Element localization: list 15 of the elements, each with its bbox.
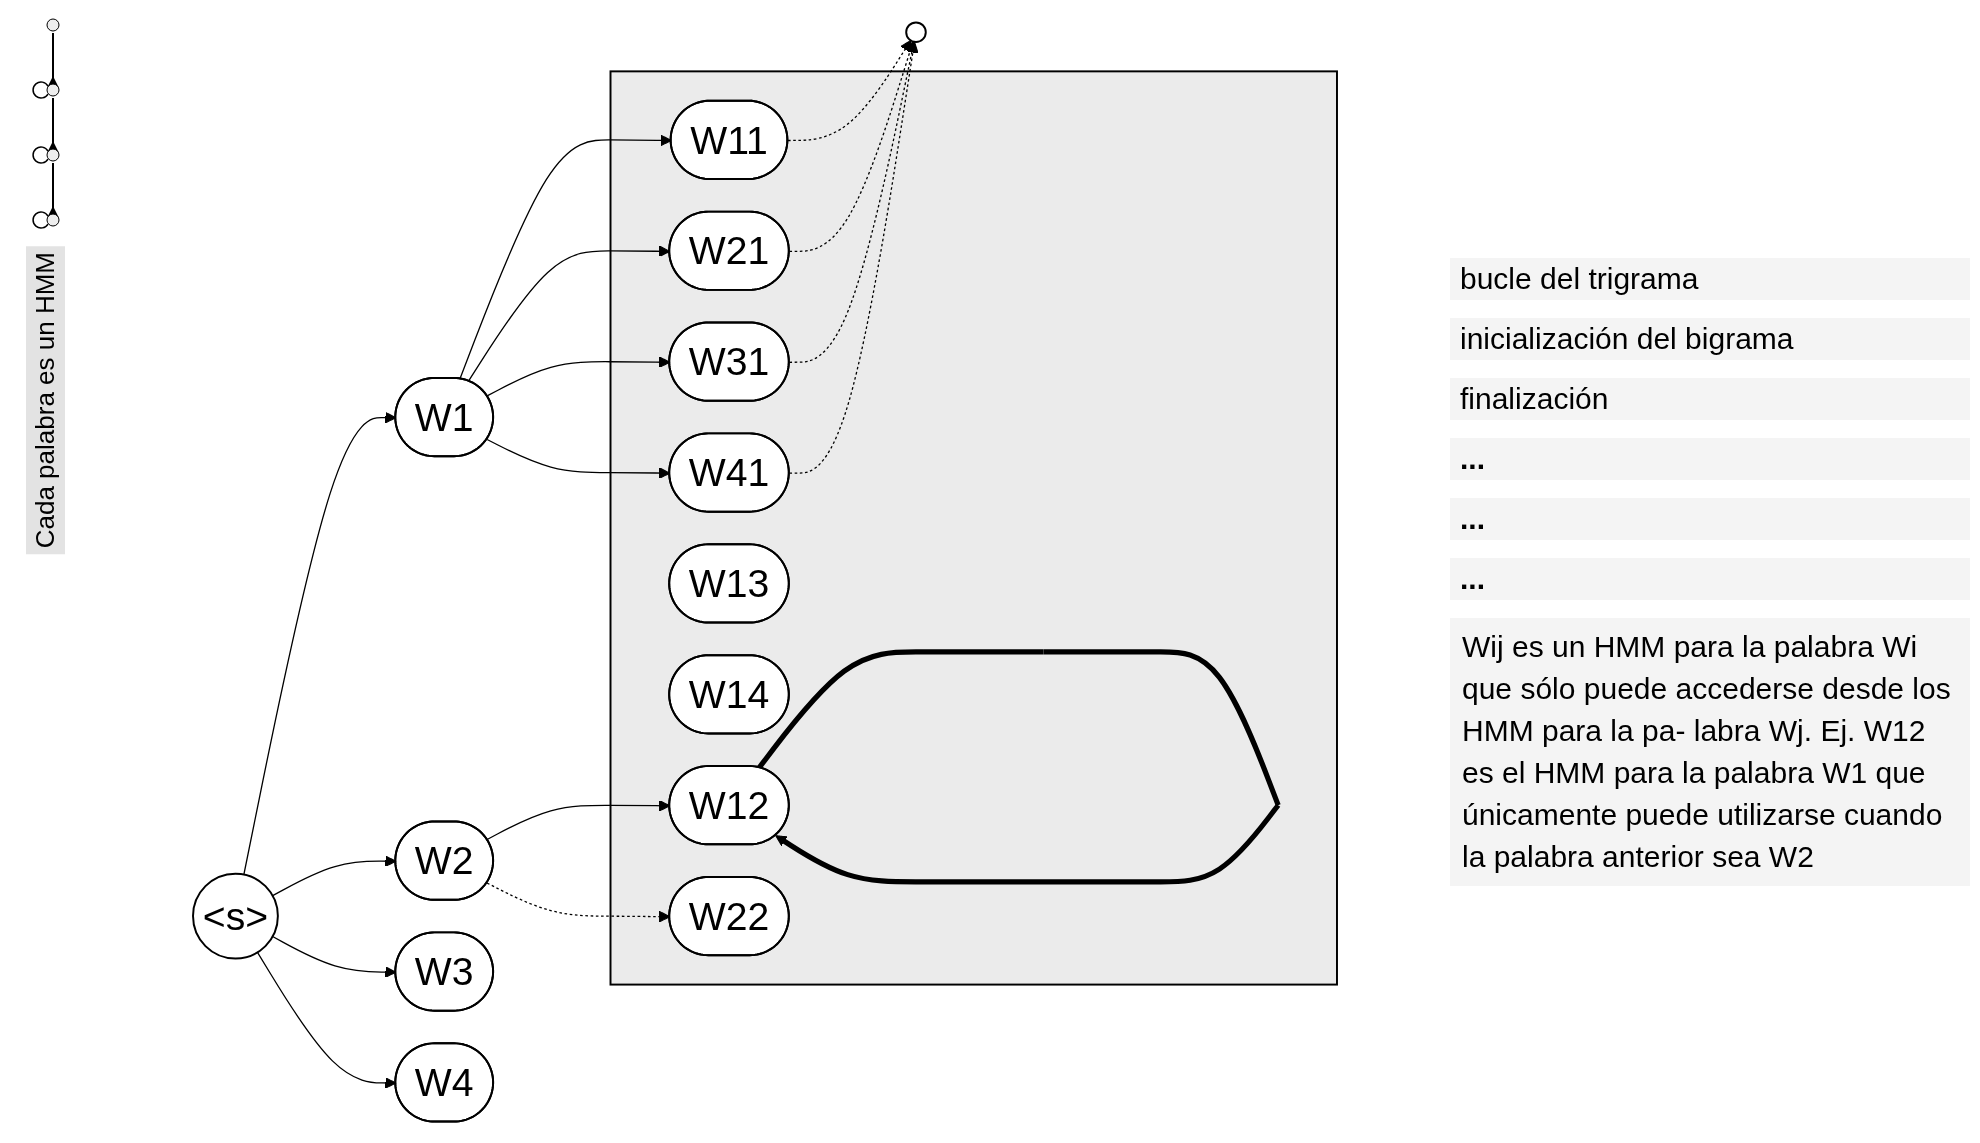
- arrow: [787, 39, 912, 141]
- arrow: [788, 40, 916, 252]
- node-circle: [905, 20, 927, 43]
- cluster: [609, 69, 1338, 986]
- label-text: bucle del trigrama: [1450, 257, 1970, 300]
- arrow: [788, 40, 918, 363]
- label-text: finalización: [1450, 377, 1970, 420]
- label-text: ...: [1450, 557, 1970, 600]
- note-text: Wij es un HMM para la palabra Wi que sólo puede accederse desde los HMM para la pa- labra Wj. Ej. W12 es el HMM para la palabra W1 que únicamente puede utilizarse cuando la palabra anterior sea W2: [1450, 617, 1970, 886]
- label-text: ...: [1450, 437, 1970, 480]
- node-circle: <s>: [192, 872, 279, 959]
- arrow: [788, 40, 919, 474]
- vertical-label: Cada palabra es un HMM: [25, 246, 65, 555]
- label-text: inicialización del bigrama: [1450, 317, 1970, 360]
- label-text: ...: [1450, 497, 1970, 540]
